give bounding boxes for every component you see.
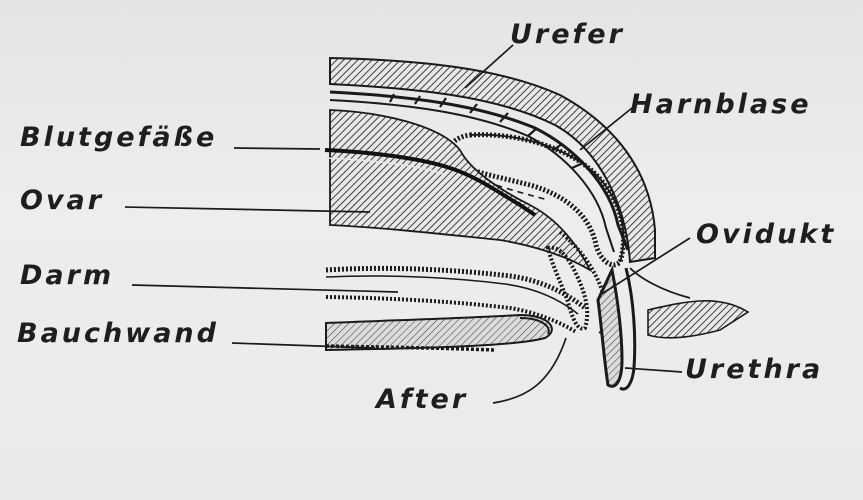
label-urethra: Urethra bbox=[685, 356, 823, 383]
label-after: After bbox=[376, 386, 468, 413]
label-ovidukt: Ovidukt bbox=[696, 221, 836, 248]
belly-wall bbox=[326, 315, 552, 350]
label-bauchwand: Bauchwand bbox=[17, 320, 219, 347]
label-darm: Darm bbox=[20, 262, 114, 289]
label-ovar: Ovar bbox=[20, 187, 104, 214]
label-ureter: Urefer bbox=[510, 21, 625, 48]
ventral-tissue bbox=[648, 301, 748, 338]
label-harnblase: Harnblase bbox=[630, 91, 812, 118]
label-blutgefaesse: Blutgefäße bbox=[20, 124, 217, 151]
ovary bbox=[330, 110, 590, 270]
